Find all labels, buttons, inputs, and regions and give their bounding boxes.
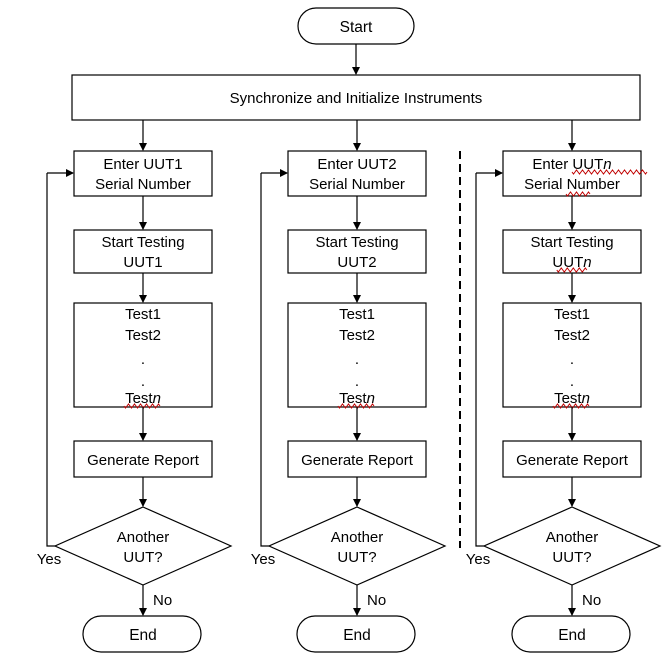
yes-label: Yes: [251, 551, 275, 568]
sync-box: Synchronize and Initialize Instruments: [71, 74, 641, 121]
start-testing-line2: UUT2: [337, 254, 376, 271]
test-item: Test1: [554, 306, 590, 323]
generate-report-label: Generate Report: [87, 452, 200, 469]
enter-serial-line1: Enter UUTn: [532, 156, 611, 173]
start-testing-line2: UUTn: [552, 254, 591, 271]
tests-rect: [502, 302, 642, 408]
test-item: Test1: [125, 306, 161, 323]
test-item: .: [355, 351, 359, 368]
yes-label: Yes: [37, 551, 61, 568]
yes-loop-line: [260, 173, 269, 547]
sync-label: Synchronize and Initialize Instruments: [230, 90, 483, 107]
enter-serial-rect: [502, 150, 642, 197]
enter-serial-rect: [73, 150, 213, 197]
test-item: .: [141, 373, 145, 390]
spellcheck-underline: [571, 169, 648, 175]
decision-line1: Another: [546, 529, 599, 546]
spellcheck-underline: [565, 191, 591, 197]
yes-label: Yes: [466, 551, 490, 568]
decision-line2: UUT?: [337, 549, 376, 566]
spellcheck-underline: [556, 267, 588, 273]
start-testing-line2: UUT1: [123, 254, 162, 271]
generate-report-label: Generate Report: [516, 452, 629, 469]
test-item: .: [570, 351, 574, 368]
enter-serial-rect: [287, 150, 427, 197]
start-testing-rect: [287, 229, 427, 274]
decision-shape: [53, 506, 233, 586]
decision-shape: [482, 506, 662, 586]
spellcheck-underline: [123, 403, 161, 409]
no-label: No: [582, 592, 601, 609]
yes-loop-line: [46, 173, 55, 547]
generate-report-box: Generate Report: [502, 440, 642, 478]
start-terminal: Start: [297, 7, 415, 45]
enter-serial-line1: Enter UUT1: [103, 156, 182, 173]
decision-line2: UUT?: [123, 549, 162, 566]
test-item: Testn: [125, 390, 161, 407]
end-label: End: [129, 627, 157, 644]
decision-line2: UUT?: [552, 549, 591, 566]
test-item: .: [570, 373, 574, 390]
test-item: Testn: [339, 390, 375, 407]
end-terminal: End: [511, 615, 631, 653]
enter-serial-line2: Serial Number: [309, 176, 405, 193]
spellcheck-underline: [337, 403, 375, 409]
tests-rect: [73, 302, 213, 408]
test-item: Test2: [554, 327, 590, 344]
test-item: .: [355, 373, 359, 390]
generate-report-rect: [73, 440, 213, 478]
start-testing-line1: Start Testing: [530, 234, 613, 251]
end-terminal: End: [82, 615, 202, 653]
generate-report-box: Generate Report: [287, 440, 427, 478]
enter-serial-line2: Serial Number: [524, 176, 620, 193]
enter-serial-line2: Serial Number: [95, 176, 191, 193]
end-shape: [82, 615, 202, 653]
end-shape: [296, 615, 416, 653]
no-label: No: [153, 592, 172, 609]
start-testing-line1: Start Testing: [101, 234, 184, 251]
end-label: End: [343, 627, 371, 644]
no-label: No: [367, 592, 386, 609]
test-item: Test2: [125, 327, 161, 344]
generate-report-box: Generate Report: [73, 440, 213, 478]
test-item: .: [141, 351, 145, 368]
start-testing-rect: [502, 229, 642, 274]
yes-loop-line: [475, 173, 484, 547]
generate-report-rect: [502, 440, 642, 478]
test-item: Test2: [339, 327, 375, 344]
end-terminal: End: [296, 615, 416, 653]
enter-serial-line1: Enter UUT2: [317, 156, 396, 173]
decision-line1: Another: [331, 529, 384, 546]
tests-rect: [287, 302, 427, 408]
spellcheck-underline: [552, 403, 590, 409]
end-label: End: [558, 627, 586, 644]
end-shape: [511, 615, 631, 653]
generate-report-label: Generate Report: [301, 452, 414, 469]
decision-shape: [267, 506, 447, 586]
decision-line1: Another: [117, 529, 170, 546]
test-item: Test1: [339, 306, 375, 323]
start-testing-line1: Start Testing: [315, 234, 398, 251]
start-testing-rect: [73, 229, 213, 274]
start-label: Start: [340, 19, 373, 36]
test-item: Testn: [554, 390, 590, 407]
